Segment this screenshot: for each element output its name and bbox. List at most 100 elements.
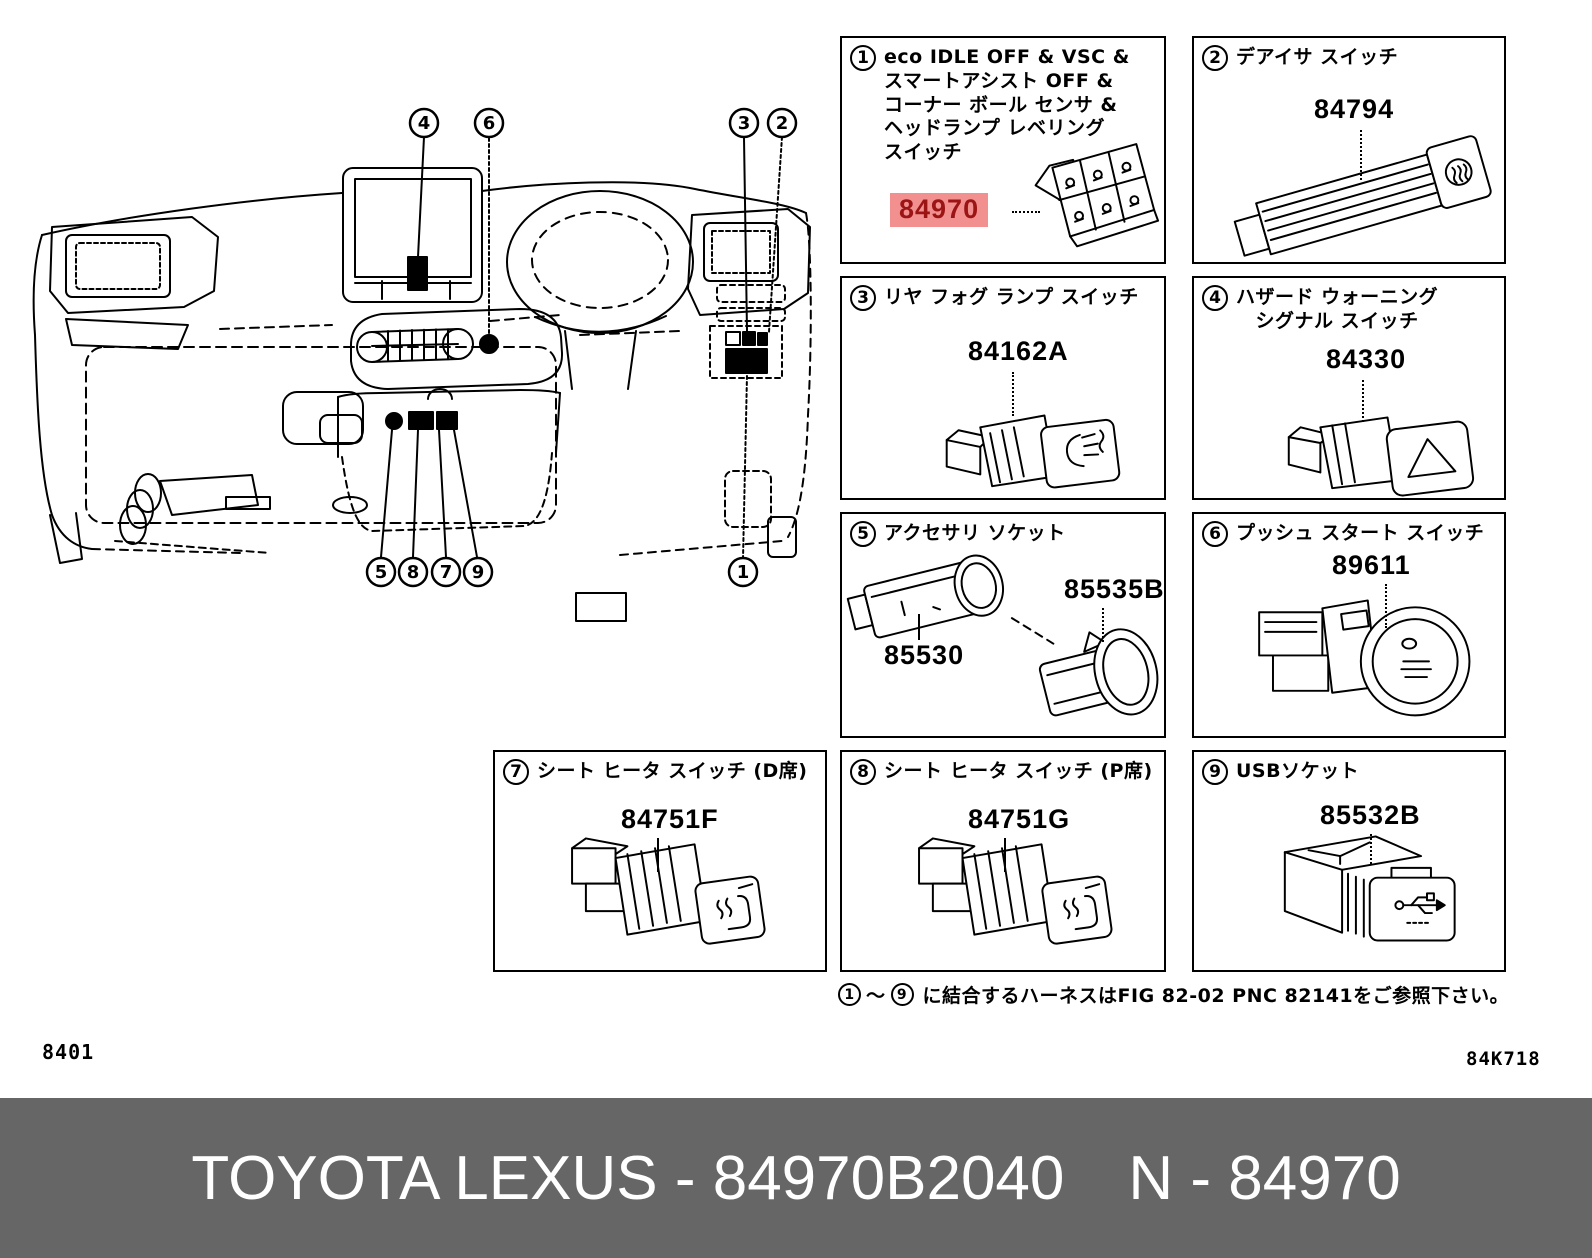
socket-cap (1038, 628, 1159, 717)
center-display (342, 167, 483, 303)
svg-text:9: 9 (472, 562, 485, 583)
callout-7: 7 (430, 556, 462, 588)
part-title: アクセサリ ソケット (884, 522, 1066, 544)
lower-switch-panel (337, 388, 561, 558)
part-box-5: 5 アクセサリ ソケット 85530 85535B (840, 512, 1166, 738)
svg-text:3: 3 (738, 113, 751, 134)
part-title: プッシュ スタート スイッチ (1236, 522, 1485, 544)
callout-2: 2 (766, 107, 798, 139)
part-box-2: 2 デアイサ スイッチ 84794 (1192, 36, 1506, 264)
part-box-3: 3 リヤ フォグ ランプ スイッチ 84162A (840, 276, 1166, 500)
switch-position-marker-9 (436, 411, 458, 430)
engine-start-stop-text-lines (1400, 660, 1432, 679)
footer-part-title: TOYOTA LEXUS - 84970B2040 (191, 1143, 1065, 1213)
svg-text:1: 1 (737, 562, 750, 583)
part-title: シート ヒータ スイッチ (D席) (537, 760, 808, 782)
part-number[interactable]: 85530 (884, 640, 965, 670)
leader-line (1360, 130, 1362, 180)
leader-line (657, 838, 659, 872)
figure-code: 84K718 (1466, 1048, 1541, 1070)
switch-position-marker-2 (757, 332, 768, 346)
box-number: 7 (503, 759, 529, 785)
dashboard-diagram: 4 6 3 2 5 8 7 9 1 (20, 85, 820, 645)
callout-5: 5 (365, 556, 397, 588)
switch-position-marker-1 (725, 348, 768, 374)
footer-part-number: N - 84970 (1128, 1143, 1401, 1213)
part-number[interactable]: 84794 (1314, 94, 1395, 124)
switch-cluster-drawing (1034, 143, 1160, 248)
defroster-switch-drawing (1233, 135, 1492, 257)
leader-line (1385, 584, 1387, 628)
part-title: eco IDLE OFF & VSC & スマートアシスト OFF & コーナー… (884, 46, 1130, 163)
rear-fog-lamp-icon (1065, 429, 1105, 468)
note-text: に結合するハーネスはFIG 82-02 PNC 82141をご参照下さい。 (922, 985, 1510, 1007)
part-box-8: 8 シート ヒータ スイッチ (P席) 84751G (840, 750, 1166, 972)
leader-line (1370, 834, 1372, 864)
defroster-icon (1444, 158, 1473, 186)
callout-4: 4 (408, 107, 440, 139)
box-number: 9 (1202, 759, 1228, 785)
dashboard-svg: 4 6 3 2 5 8 7 9 1 (32, 107, 812, 622)
part-number[interactable]: 89611 (1332, 550, 1411, 580)
note-start-circle: 1 (838, 983, 861, 1006)
box-number: 6 (1202, 521, 1228, 547)
climate-console (349, 308, 564, 390)
switch-position-marker-3 (742, 331, 756, 346)
right-side-cluster (687, 208, 811, 379)
dashboard-sketch (32, 136, 812, 622)
part-title: デアイサ スイッチ (1236, 46, 1399, 68)
steering-wheel (506, 190, 694, 390)
box-number: 1 (850, 45, 876, 71)
usb-icon (1394, 892, 1446, 924)
part-box-9: 9 USBソケット 85532B (1192, 750, 1506, 972)
svg-text:5: 5 (375, 562, 388, 583)
box-number: 5 (850, 521, 876, 547)
part-box-1: 1 eco IDLE OFF & VSC & スマートアシスト OFF & コーナ… (840, 36, 1166, 264)
callout-1: 1 (727, 556, 759, 588)
part-number[interactable]: 84330 (1326, 344, 1407, 374)
box-number: 8 (850, 759, 876, 785)
part-title: リヤ フォグ ランプ スイッチ (884, 286, 1139, 308)
leader-line (1012, 372, 1014, 416)
leader-line (1362, 380, 1364, 422)
part-number-2[interactable]: 85535B (1064, 574, 1165, 604)
part-box-6: 6 プッシュ スタート スイッチ 89611 (1192, 512, 1506, 738)
box-number: 4 (1202, 285, 1228, 311)
callout-6: 6 (473, 107, 505, 139)
callout-3: 3 (728, 107, 760, 139)
harness-note: 1 ～ 9 に結合するハーネスはFIG 82-02 PNC 82141をご参照下… (838, 981, 1509, 1008)
seat-heater-icon (1063, 894, 1099, 931)
note-end-circle: 9 (890, 983, 914, 1006)
part-number-highlighted[interactable]: 84970 (890, 193, 989, 227)
svg-text:7: 7 (440, 562, 453, 583)
box-number: 2 (1202, 45, 1228, 71)
leader-line-2 (1102, 608, 1104, 642)
hazard-switch-drawing (1287, 416, 1475, 497)
hazard-triangle-icon (1407, 438, 1457, 479)
callout-9: 9 (462, 556, 494, 588)
seat-heater-icon (716, 894, 752, 931)
leader-line (918, 614, 920, 640)
note-tilde: ～ (866, 985, 886, 1007)
seat-heater-switch-drawing-passenger (918, 837, 1113, 945)
part-title: ハザード ウォーニング シグナル スイッチ (1236, 286, 1439, 332)
accessory-socket-drawing (846, 554, 1159, 717)
part-number[interactable]: 84751F (621, 804, 719, 834)
svg-text:4: 4 (418, 113, 431, 134)
part-title: USBソケット (1236, 760, 1360, 782)
part-box-7: 7 シート ヒータ スイッチ (D席) 84751F (493, 750, 827, 972)
part-box-4: 4 ハザード ウォーニング シグナル スイッチ 84330 (1192, 276, 1506, 500)
page-code: 8401 (42, 1040, 95, 1064)
part-number[interactable]: 85532B (1320, 800, 1421, 830)
box-number: 3 (850, 285, 876, 311)
part-title: シート ヒータ スイッチ (P席) (884, 760, 1153, 782)
svg-text:8: 8 (407, 562, 420, 583)
svg-text:2: 2 (776, 113, 789, 134)
svg-text:6: 6 (483, 113, 496, 134)
switch-position-marker-8-7 (408, 411, 434, 430)
part-number[interactable]: 84751G (968, 804, 1071, 834)
switch-position-marker-4 (407, 256, 428, 291)
part-number[interactable]: 84162A (968, 336, 1069, 366)
switch-position-marker-5 (385, 412, 403, 430)
